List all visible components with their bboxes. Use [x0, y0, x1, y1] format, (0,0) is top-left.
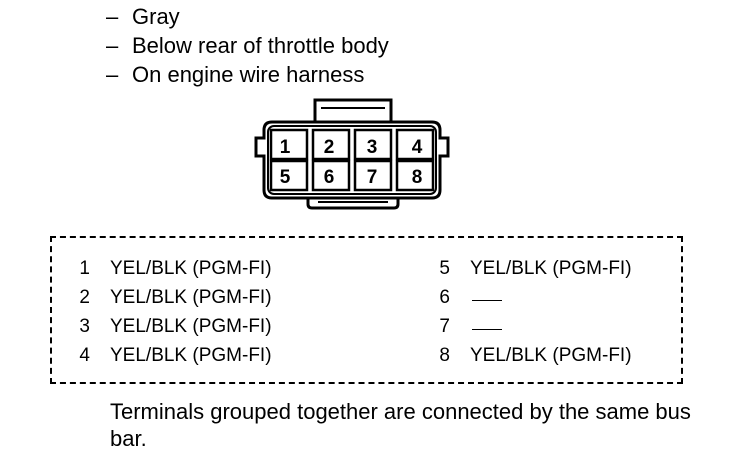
- pin-label: 1: [280, 137, 291, 158]
- pin-cavity: [311, 128, 351, 161]
- note-location: –Below rear of throttle body: [106, 31, 389, 60]
- empty-terminal-dash: [472, 329, 502, 330]
- terminal-number: 4: [79, 345, 90, 366]
- terminal-wire: YEL/BLK (PGM-FI): [110, 258, 272, 279]
- terminal-number: 7: [439, 316, 450, 337]
- terminal-number: 8: [439, 345, 450, 366]
- note-dash: –: [106, 62, 119, 87]
- bus-bar-footnote: Terminals grouped together are connected…: [110, 399, 691, 451]
- pin-label: 3: [367, 137, 378, 158]
- pin-cavity: [353, 159, 393, 192]
- terminal-number: 5: [439, 258, 450, 279]
- terminal-wire: YEL/BLK (PGM-FI): [110, 345, 272, 366]
- empty-terminal-dash: [472, 300, 502, 301]
- terminal-number: 1: [79, 258, 90, 279]
- pin-label: 4: [412, 137, 423, 158]
- pin-cavity: [395, 159, 435, 192]
- terminal-table: 1 YEL/BLK (PGM-FI) 2 YEL/BLK (PGM-FI) 3 …: [50, 236, 683, 384]
- pin-label: 7: [367, 167, 378, 188]
- pin-cavity: [269, 159, 309, 192]
- terminal-number: 2: [79, 287, 90, 308]
- terminal-wire: YEL/BLK (PGM-FI): [470, 258, 632, 279]
- terminal-wire: YEL/BLK (PGM-FI): [110, 287, 272, 308]
- terminal-number: 6: [439, 287, 450, 308]
- note-harness: –On engine wire harness: [106, 60, 389, 89]
- pin-cavity: [269, 128, 309, 161]
- pin-cavity: [353, 128, 393, 161]
- pin-label: 6: [324, 167, 335, 188]
- note-text: Gray: [132, 4, 180, 29]
- terminal-number: 3: [79, 316, 90, 337]
- note-text: On engine wire harness: [132, 62, 365, 87]
- connector-lock-tab: [313, 98, 393, 126]
- terminal-wire: YEL/BLK (PGM-FI): [110, 316, 272, 337]
- pin-label: 8: [412, 167, 423, 188]
- pin-label: 2: [324, 137, 335, 158]
- note-dash: –: [106, 33, 119, 58]
- terminal-wire: YEL/BLK (PGM-FI): [470, 345, 632, 366]
- note-dash: –: [106, 4, 119, 29]
- pin-cavity: [311, 159, 351, 192]
- note-text: Below rear of throttle body: [132, 33, 389, 58]
- pin-label: 5: [280, 167, 291, 188]
- note-color: –Gray: [106, 2, 389, 31]
- pin-cavity: [395, 128, 435, 161]
- connector-diagram: 1 2 3 4 5 6 7 8: [254, 98, 450, 210]
- connector-notes: –Gray –Below rear of throttle body –On e…: [106, 2, 389, 89]
